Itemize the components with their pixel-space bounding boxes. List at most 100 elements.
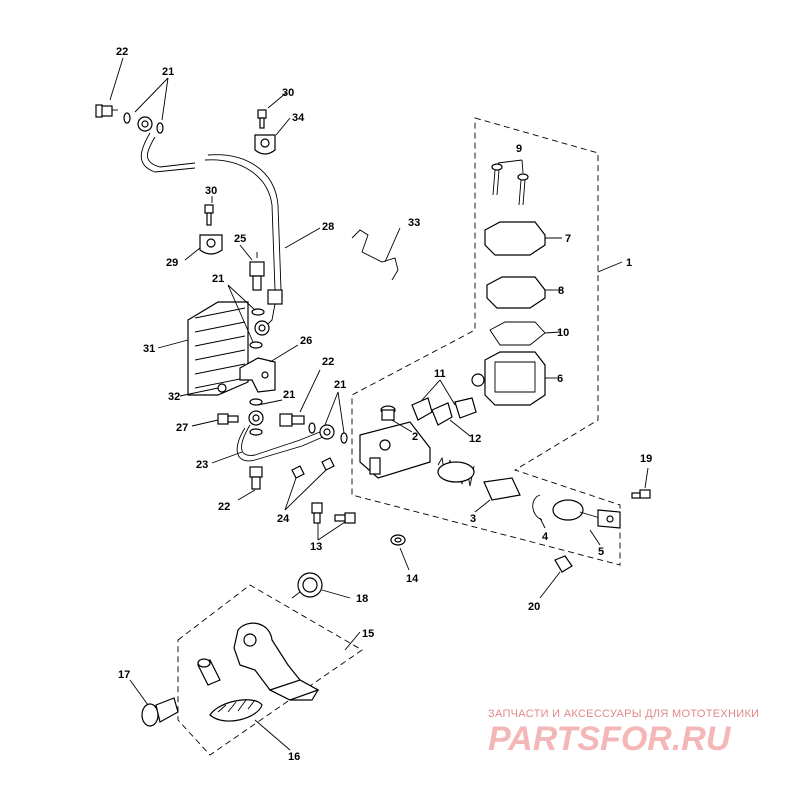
reservoir-cap-7 (484, 221, 546, 256)
elbow-fitting-12 (454, 397, 477, 419)
callout-4: 4 (542, 531, 549, 543)
elbow-fitting-11-b (431, 402, 453, 426)
circlip-4 (532, 494, 543, 521)
watermark-tagline: ЗАПЧАСТИ И АКСЕССУАРЫ ДЛЯ МОТОТЕХНИКИ (488, 708, 759, 720)
callout-21c: 21 (283, 389, 295, 401)
heel-guard-31 (187, 301, 249, 396)
washer-21-right-b (340, 432, 348, 444)
diaphragm-8 (486, 276, 546, 309)
banjo-bolt-22-bottom (249, 466, 263, 490)
master-cylinder-body (359, 421, 431, 479)
callout-10: 10 (557, 327, 569, 339)
pivot-bolt-17 (141, 697, 179, 727)
bushing (197, 658, 221, 686)
callout-25: 25 (234, 233, 246, 245)
callout-29: 29 (166, 257, 178, 269)
callout-18: 18 (356, 593, 368, 605)
clip-24-a (291, 465, 305, 479)
callout-21b: 21 (212, 273, 224, 285)
washer-21-top-a (123, 112, 131, 124)
callout-21d: 21 (334, 379, 346, 391)
callout-12: 12 (469, 433, 481, 445)
bracket-26 (239, 357, 276, 393)
group-outline-master-cylinder (351, 117, 621, 566)
brake-switch-25 (249, 252, 265, 291)
callout-24: 24 (277, 513, 290, 525)
clamp-29 (199, 234, 223, 255)
spring-3 (437, 456, 475, 487)
callout-5: 5 (598, 546, 604, 558)
piston-3 (483, 477, 521, 501)
reservoir-body-6 (471, 351, 546, 406)
banjo-bolt-22-mid (279, 413, 305, 427)
washer-21-mid-b (249, 341, 263, 349)
callout-3: 3 (470, 513, 476, 525)
callout-2: 2 (412, 431, 418, 443)
screw-9-a (491, 163, 503, 196)
spring-18 (291, 572, 323, 599)
gasket-10 (489, 321, 546, 346)
callout-26: 26 (300, 335, 312, 347)
callout-23: 23 (196, 459, 208, 471)
washer-21-low-b (249, 428, 263, 436)
banjo-bolt-22-top (95, 104, 113, 118)
washer-21-top-b (156, 122, 164, 134)
callout-28: 28 (322, 221, 334, 233)
callout-21a: 21 (162, 66, 174, 78)
screw-32 (217, 383, 227, 393)
callout-8: 8 (558, 285, 564, 297)
clip-33 (351, 229, 399, 281)
callout-11: 11 (434, 368, 446, 380)
brake-line-23 (236, 424, 333, 462)
washer-21-right-a (308, 422, 316, 434)
elbow-fitting-11-a (411, 397, 433, 421)
callout-16: 16 (288, 751, 300, 763)
pedal-rubber-16 (209, 699, 263, 722)
callout-6: 6 (557, 373, 563, 385)
callout-31: 31 (143, 343, 155, 355)
brake-pedal-15 (233, 622, 320, 701)
callout-19: 19 (640, 453, 652, 465)
callout-22a: 22 (116, 46, 128, 58)
banjo-fitting-mid (254, 320, 270, 336)
callout-7: 7 (565, 233, 571, 245)
bolt-27 (217, 413, 239, 425)
callout-14: 14 (406, 573, 419, 585)
watermark-brand: PARTSFOR.RU (488, 720, 732, 758)
callout-22b: 22 (322, 356, 334, 368)
fitting-2 (380, 405, 396, 421)
callout-32: 32 (168, 391, 180, 403)
screw-9-b (517, 173, 529, 206)
banjo-fitting-right (319, 424, 335, 440)
callout-30b: 30 (205, 185, 217, 197)
nut-14 (390, 534, 406, 546)
banjo-fitting-low (248, 410, 264, 426)
callout-22c: 22 (218, 501, 230, 513)
clip-20 (554, 555, 573, 573)
callout-20: 20 (528, 601, 540, 613)
watermark: ЗАПЧАСТИ И АКСЕССУАРЫ ДЛЯ МОТОТЕХНИКИ PA… (488, 708, 759, 758)
callout-17: 17 (118, 669, 130, 681)
clip-24-b (321, 457, 335, 471)
brake-hose (105, 109, 283, 331)
bolt-19 (631, 489, 651, 499)
callout-15: 15 (362, 628, 374, 640)
bolt-30-top (257, 109, 267, 129)
callout-13: 13 (310, 541, 322, 553)
clamp-34 (254, 134, 276, 155)
bolt-13-b (334, 512, 356, 524)
bolt-13-a (311, 502, 323, 524)
bolt-30-left (204, 204, 214, 226)
callout-1: 1 (626, 257, 632, 269)
callout-9: 9 (516, 143, 522, 155)
leader-lines (109, 57, 649, 751)
washer-21-low-a (249, 398, 263, 406)
callout-34: 34 (292, 112, 305, 124)
callout-30a: 30 (282, 87, 294, 99)
group-outline-pedal (177, 584, 363, 756)
banjo-fitting-top (137, 116, 153, 132)
pushrod-5 (552, 499, 621, 529)
callout-27: 27 (176, 422, 188, 434)
washer-21-mid-a (251, 308, 265, 316)
